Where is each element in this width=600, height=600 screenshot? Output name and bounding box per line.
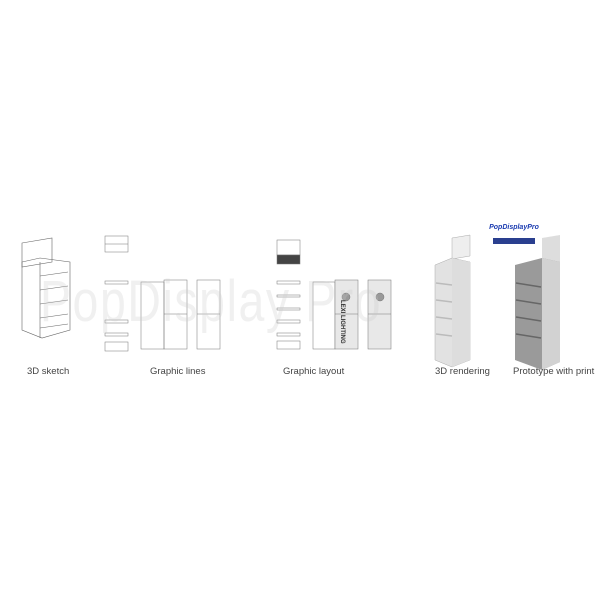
brand-logo: PopDisplayPro bbox=[487, 220, 541, 246]
label-3d-sketch: 3D sketch bbox=[27, 366, 70, 377]
prototype-photo bbox=[515, 235, 560, 370]
graphic-lines-drawing bbox=[104, 235, 221, 352]
label-3d-rendering: 3D rendering bbox=[435, 366, 490, 377]
logo-bar bbox=[493, 238, 535, 244]
brand-print-text: LEXI LIGHTING bbox=[339, 300, 345, 344]
label-prototype: Prototype with print bbox=[513, 366, 595, 377]
label-graphic-layout: Graphic layout bbox=[283, 366, 345, 377]
logo-text: PopDisplayPro bbox=[489, 224, 539, 231]
graphic-layout-drawing bbox=[276, 239, 392, 350]
label-graphic-lines: Graphic lines bbox=[150, 366, 206, 377]
sketch-3d-drawing bbox=[21, 237, 71, 339]
rendering-3d-image bbox=[434, 234, 471, 368]
